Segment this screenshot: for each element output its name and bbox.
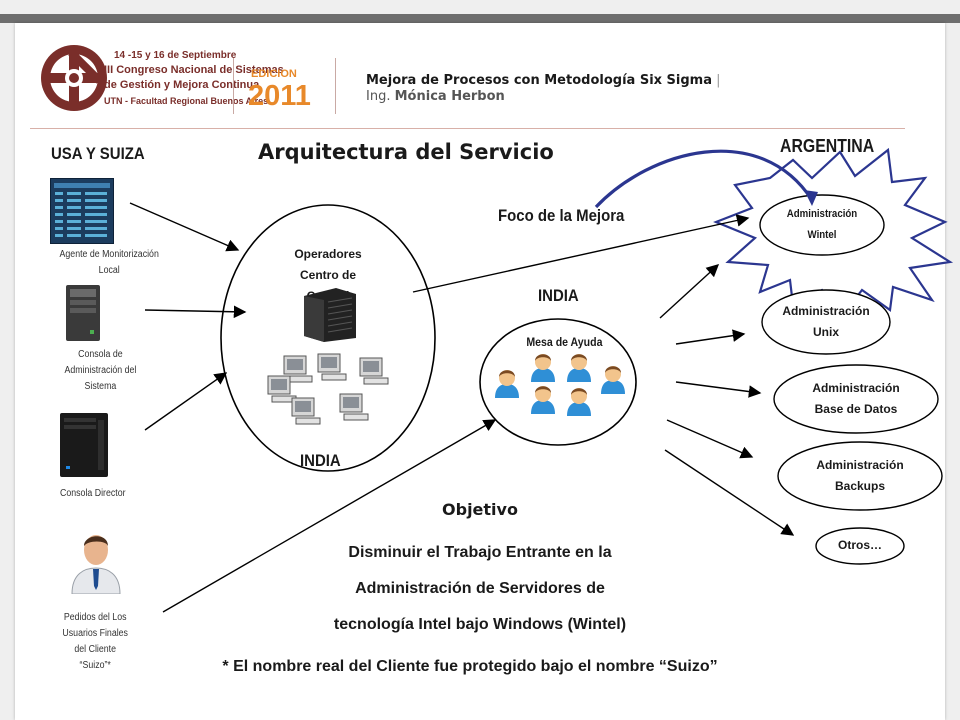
source-label-director: Consola Director [60,488,126,499]
region-argentina: ARGENTINA [780,136,875,156]
region-india-operators: INDIA [300,451,341,470]
server-tower-icon [60,284,108,342]
speaker-name: Mónica Herbon [394,89,505,104]
objective-line3: tecnología Intel bajo Windows (Wintel) [333,616,627,633]
target-otros: Otros… [837,538,882,552]
target-backups: Administración Backups [790,455,930,497]
target-ellipse-unix [761,289,891,355]
event-dates: 14 -15 y 16 de Septiembre [114,50,237,61]
target-unix-line2: Unix [812,325,839,339]
target-db: Administración Base de Datos [786,378,926,420]
objective-heading: Objetivo [442,500,518,519]
server-rack-icon [300,286,360,342]
region-usa: USA Y SUIZA [51,144,145,163]
target-wintel-line2: Wintel [807,229,837,241]
target-ellipse-db [773,364,939,434]
objective-line1: Disminuir el Trabajo Entrante en la [348,544,612,561]
speaker-line: Ing. Mónica Herbon [366,89,505,104]
target-wintel: Administración Wintel [772,204,872,246]
slide-frame [15,23,945,720]
operators-line1: Operadores [294,247,362,261]
header-rule [30,128,905,129]
diagram-title: Arquitectura del Servicio [258,140,554,164]
logo-divider [233,58,234,114]
region-india-helpdesk: INDIA [538,286,579,305]
target-ellipse-otros [815,527,905,565]
target-backups-line2: Backups [834,479,886,493]
focus-curve [594,149,814,209]
target-ellipse-wintel [759,194,885,256]
event-org: UTN - Facultad Regional Buenos Aires [104,96,269,106]
monitor-screen-icon [50,178,114,244]
source-label-users: Pedidos del Los Usuarios Finales del Cli… [62,612,128,671]
target-backups-line1: Administración [816,458,904,472]
source-label-console: Consola de Administración del Sistema [64,349,137,392]
objective-line2: Administración de Servidores de [355,580,605,597]
target-db-line1: Administración [812,381,900,395]
target-wintel-line1: Administración [786,208,858,220]
edition-label: EDICION [251,68,297,80]
header-divider [335,58,336,114]
talk-separator: | [716,73,721,88]
talk-title: Mejora de Procesos con Metodología Six S… [366,73,712,88]
edition-year: 2011 [248,80,311,112]
event-name-line1: III Congreso Nacional de Sistemas [104,64,284,76]
agents-cluster-icon [495,354,625,416]
utn-logo-icon [38,42,110,114]
objective-text: Disminuir el Trabajo Entrante en la Admi… [290,535,670,643]
source-label-monitor: Agente de Monitorización Local [59,249,159,276]
speaker-prefix: Ing. [366,89,391,104]
footnote: * El nombre real del Cliente fue protegi… [222,658,718,675]
user-person-icon [66,528,126,595]
top-bar [0,14,960,23]
helpdesk-ellipse [479,318,637,446]
target-db-line2: Base de Datos [814,402,898,416]
target-unix: Administración Unix [776,301,876,343]
focus-label: Foco de la Mejora [498,206,625,225]
workstations-cluster-icon [267,353,389,425]
event-name-line2: de Gestión y Mejora Continua [104,79,260,91]
talk-title-line: Mejora de Procesos con Metodología Six S… [366,73,721,88]
helpdesk-label: Mesa de Ayuda [526,335,603,349]
target-unix-line1: Administración [782,304,870,318]
target-ellipse-backups [777,441,943,511]
director-server-icon [58,412,112,478]
